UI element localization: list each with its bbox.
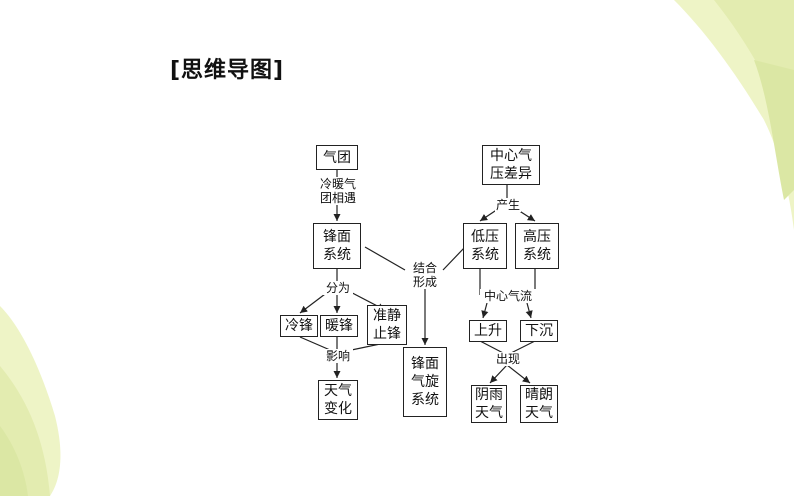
node-qinglang: 晴朗 天气 — [520, 385, 558, 423]
mind-map: 气团 冷暖气 团相遇 锋面 系统 分为 冷锋 暖锋 准静 止锋 影响 天气 变化… — [275, 135, 575, 425]
node-zhunjing: 准静 止锋 — [367, 305, 407, 345]
label-yingxiang: 影响 — [323, 349, 353, 363]
label-jiehe: 结合 形成 — [408, 261, 442, 289]
node-diya: 低压 系统 — [463, 223, 507, 269]
label-fenwei: 分为 — [323, 281, 353, 295]
node-gaoya: 高压 系统 — [515, 223, 559, 269]
leaf-decoration-bottom-left — [0, 306, 61, 496]
label-lengnuan: 冷暖气 团相遇 — [315, 177, 361, 205]
connector-lines — [299, 169, 536, 384]
node-tianqi: 天气 变化 — [318, 380, 358, 420]
page-title: [思维导图] — [170, 58, 285, 83]
label-chansheng: 产生 — [495, 198, 521, 212]
leaf-decoration-top-right — [674, 0, 794, 230]
node-qituan: 气团 — [316, 145, 358, 170]
label-qiliu: 中心气流 — [480, 289, 536, 303]
node-fengmian: 锋面 系统 — [313, 223, 361, 269]
node-lengfeng: 冷锋 — [280, 315, 318, 337]
node-xiachen: 下沉 — [520, 320, 558, 342]
node-nuanfeng: 暖锋 — [320, 315, 358, 337]
node-zhongxin-qiya: 中心气 压差异 — [482, 145, 540, 185]
node-fengmian-qixuan: 锋面 气旋 系统 — [403, 347, 447, 417]
node-shangsheng: 上升 — [469, 320, 507, 342]
label-chuxian: 出现 — [494, 352, 522, 366]
node-yinyu: 阴雨 天气 — [471, 385, 507, 423]
